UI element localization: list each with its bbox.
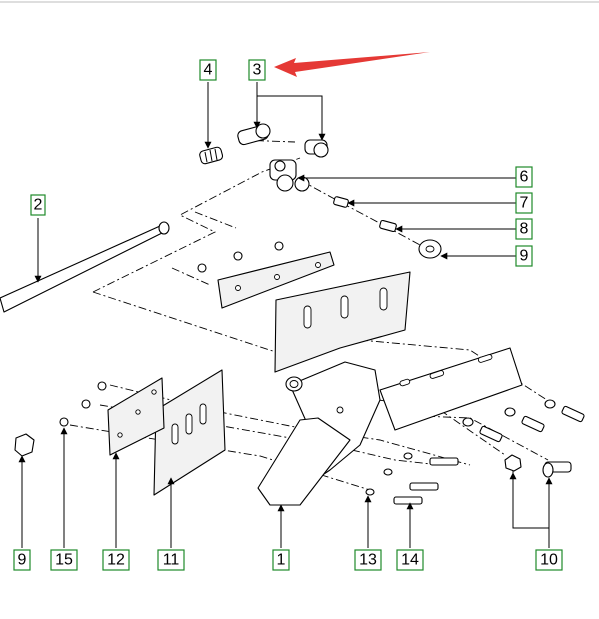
callout-3: 3 xyxy=(248,59,266,81)
callout-4: 4 xyxy=(199,59,217,81)
slotted-mount-plate xyxy=(274,271,411,373)
bracket-part-1 xyxy=(257,347,523,506)
callout-13: 13 xyxy=(354,549,382,571)
svg-text:7: 7 xyxy=(520,195,529,212)
svg-text:1: 1 xyxy=(277,552,286,569)
svg-text:15: 15 xyxy=(55,552,73,569)
svg-text:6: 6 xyxy=(520,169,529,186)
svg-text:9: 9 xyxy=(18,552,27,569)
clamp-plate-top xyxy=(197,241,335,309)
callout-2: 2 xyxy=(30,194,46,216)
svg-text:12: 12 xyxy=(107,552,125,569)
svg-text:13: 13 xyxy=(359,552,377,569)
fasteners xyxy=(14,381,585,505)
svg-text:14: 14 xyxy=(401,552,419,569)
elbow-fitting-part-3 xyxy=(237,123,329,158)
svg-text:8: 8 xyxy=(520,221,529,238)
shaft-part-2 xyxy=(0,221,170,313)
callout-15: 15 xyxy=(50,549,78,571)
callout-7: 7 xyxy=(515,192,533,214)
hose-fitting-part-4 xyxy=(199,146,224,165)
callout-8: 8 xyxy=(515,218,533,240)
callout-9-left: 9 xyxy=(13,549,31,571)
callout-10: 10 xyxy=(535,549,563,571)
svg-text:9: 9 xyxy=(520,248,529,265)
svg-text:11: 11 xyxy=(163,552,180,569)
valve-block-part-6 xyxy=(269,159,310,192)
callout-6: 6 xyxy=(515,166,533,188)
red-pointer-arrow xyxy=(274,52,430,77)
callout-1: 1 xyxy=(272,549,290,571)
svg-text:10: 10 xyxy=(540,552,558,569)
svg-text:3: 3 xyxy=(253,62,262,79)
svg-text:2: 2 xyxy=(34,197,43,214)
small-hardware-7-8-9 xyxy=(333,196,442,259)
callout-14: 14 xyxy=(396,549,424,571)
leader-lines xyxy=(18,82,553,548)
svg-text:4: 4 xyxy=(204,62,213,79)
slotted-plate-part-11 xyxy=(153,369,226,496)
callout-11: 11 xyxy=(157,549,185,571)
plate-part-12 xyxy=(107,377,165,456)
callout-12: 12 xyxy=(102,549,130,571)
callout-9-right: 9 xyxy=(515,245,533,267)
